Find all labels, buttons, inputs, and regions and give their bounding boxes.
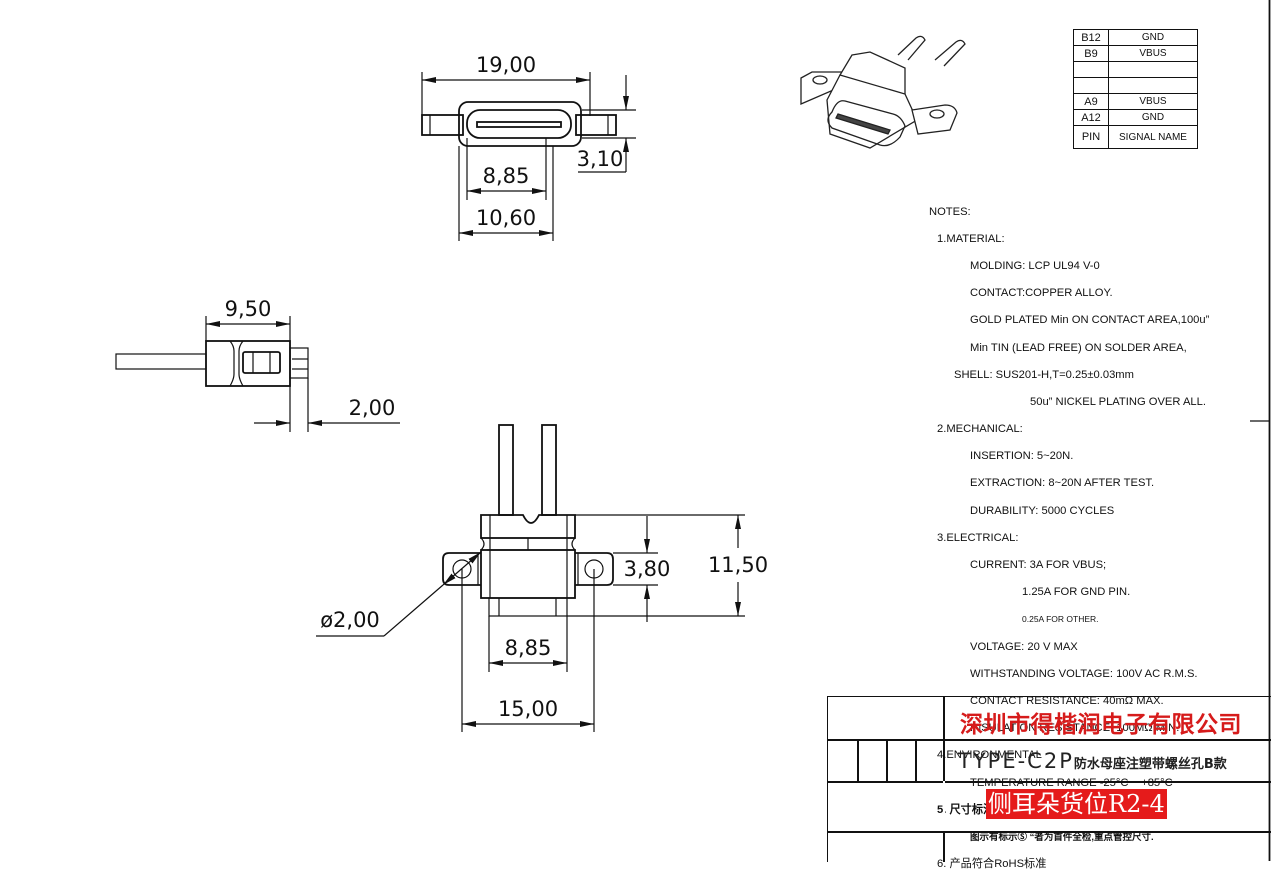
material-gold: GOLD PLATED Min ON CONTACT AREA,100u” (970, 314, 1210, 327)
stock-location: 侧耳朵货位R2-4 (986, 789, 1167, 819)
signal-cell: GND (1108, 29, 1198, 46)
technical-drawing: 19,00 3,10 8,85 10,60 9,50 (115, 0, 1271, 861)
electrical-heading: 3.ELECTRICAL: (937, 531, 1019, 544)
material-shell: SHELL: SUS201-H,T=0.25±0.03mm (954, 368, 1134, 381)
pin-cell (1073, 77, 1109, 94)
dim-port-width: 8,85 (483, 164, 530, 188)
signal-cell (1108, 61, 1198, 78)
tb-divider (828, 739, 1271, 741)
electrical-insulation: INSULATION RESISTANCE: 100MΩ MIN. (970, 722, 1180, 735)
top-view: ø2,00 3,80 11,50 8,85 15,00 (316, 424, 768, 732)
dim-total-height: 11,50 (708, 553, 768, 577)
dim-height: 3,10 (577, 147, 624, 171)
signal-cell: VBUS (1108, 45, 1198, 62)
material-nickel: 50u” NICKEL PLATING OVER ALL. (1030, 395, 1206, 408)
material-tin: Min TIN (LEAD FREE) ON SOLDER AREA, (970, 341, 1187, 354)
model-en: TYPE-C2P (958, 749, 1074, 773)
environmental-heading: 4.ENVIRONMENTAL (937, 749, 1042, 762)
material-contact: CONTACT:COPPER ALLOY. (970, 287, 1113, 300)
electrical-withstanding: WITHSTANDING VOLTAGE: 100V AC R.M.S. (970, 667, 1198, 680)
material-molding: MOLDING: LCP UL94 V-0 (970, 259, 1100, 272)
pin-cell: A12 (1073, 109, 1109, 126)
dim-hole-pitch: 15,00 (498, 697, 558, 721)
dim-hole-diameter: ø2,00 (320, 608, 380, 632)
company-name: 深圳市得楷润电子有限公司 (960, 712, 1242, 738)
signal-header: SIGNAL NAME (1108, 125, 1198, 149)
mechanical-extraction: EXTRACTION: 8~20N AFTER TEST. (970, 477, 1155, 490)
dim-shell-width: 10,60 (476, 206, 536, 230)
title-block: 深圳市得楷润电子有限公司 TYPE-C2P防水母座注塑带螺丝孔B款 侧耳朵货位R… (827, 696, 1271, 862)
dim-port-width-top: 8,85 (505, 636, 552, 660)
pin-cell: B9 (1073, 45, 1109, 62)
environmental-temperature: TEMPERATURE RANGE -25°C ~ +85°C (970, 776, 1173, 789)
note5-body: 图示有标示Ⓢ “者为首件全检,重点管控尺寸. (970, 831, 1154, 843)
model-cn: 防水母座注塑带螺丝孔B款 (1073, 757, 1227, 772)
tb-divider (886, 739, 888, 781)
pin-cell: B12 (1073, 29, 1109, 46)
tb-divider (857, 739, 859, 781)
side-view: 9,50 2,00 (115, 297, 400, 432)
signal-cell: GND (1108, 109, 1198, 126)
tb-divider (915, 739, 917, 781)
tb-gap (943, 781, 945, 831)
electrical-contact-resistance: CONTACT RESISTANCE: 40mΩ MAX. (970, 694, 1164, 707)
tb-divider (943, 697, 945, 862)
material-heading: 1.MATERIAL: (937, 232, 1005, 245)
pin-cell: A9 (1073, 93, 1109, 110)
mechanical-heading: 2.MECHANICAL: (937, 423, 1023, 436)
isometric-view (800, 35, 966, 149)
dim-body-length: 9,50 (225, 297, 272, 321)
mechanical-insertion: INSERTION: 5~20N. (970, 450, 1074, 463)
front-view: 19,00 3,10 8,85 10,60 (421, 53, 636, 241)
notes-title: NOTES: (929, 205, 971, 218)
dim-overhang: 2,00 (349, 396, 396, 420)
pin-row (1073, 77, 1198, 94)
tb-divider (828, 831, 1271, 833)
mechanical-durability: DURABILITY: 5000 CYCLES (970, 504, 1115, 517)
dim-overall-width: 19,00 (476, 53, 536, 77)
dim-flange-height: 3,80 (624, 557, 671, 581)
pin-header: PIN (1073, 125, 1109, 149)
pin-cell (1073, 61, 1109, 78)
electrical-voltage: VOLTAGE: 20 V MAX (970, 640, 1078, 653)
tb-divider (828, 781, 1271, 783)
electrical-current-other: 0.25A FOR OTHER. (1022, 614, 1099, 625)
model-name: TYPE-C2P防水母座注塑带螺丝孔B款 (958, 749, 1227, 773)
signal-cell (1108, 77, 1198, 94)
signal-cell: VBUS (1108, 93, 1198, 110)
pin-row (1073, 61, 1198, 78)
electrical-current-gnd: 1.25A FOR GND PIN. (1022, 586, 1131, 599)
electrical-current: CURRENT: 3A FOR VBUS; (970, 559, 1107, 572)
